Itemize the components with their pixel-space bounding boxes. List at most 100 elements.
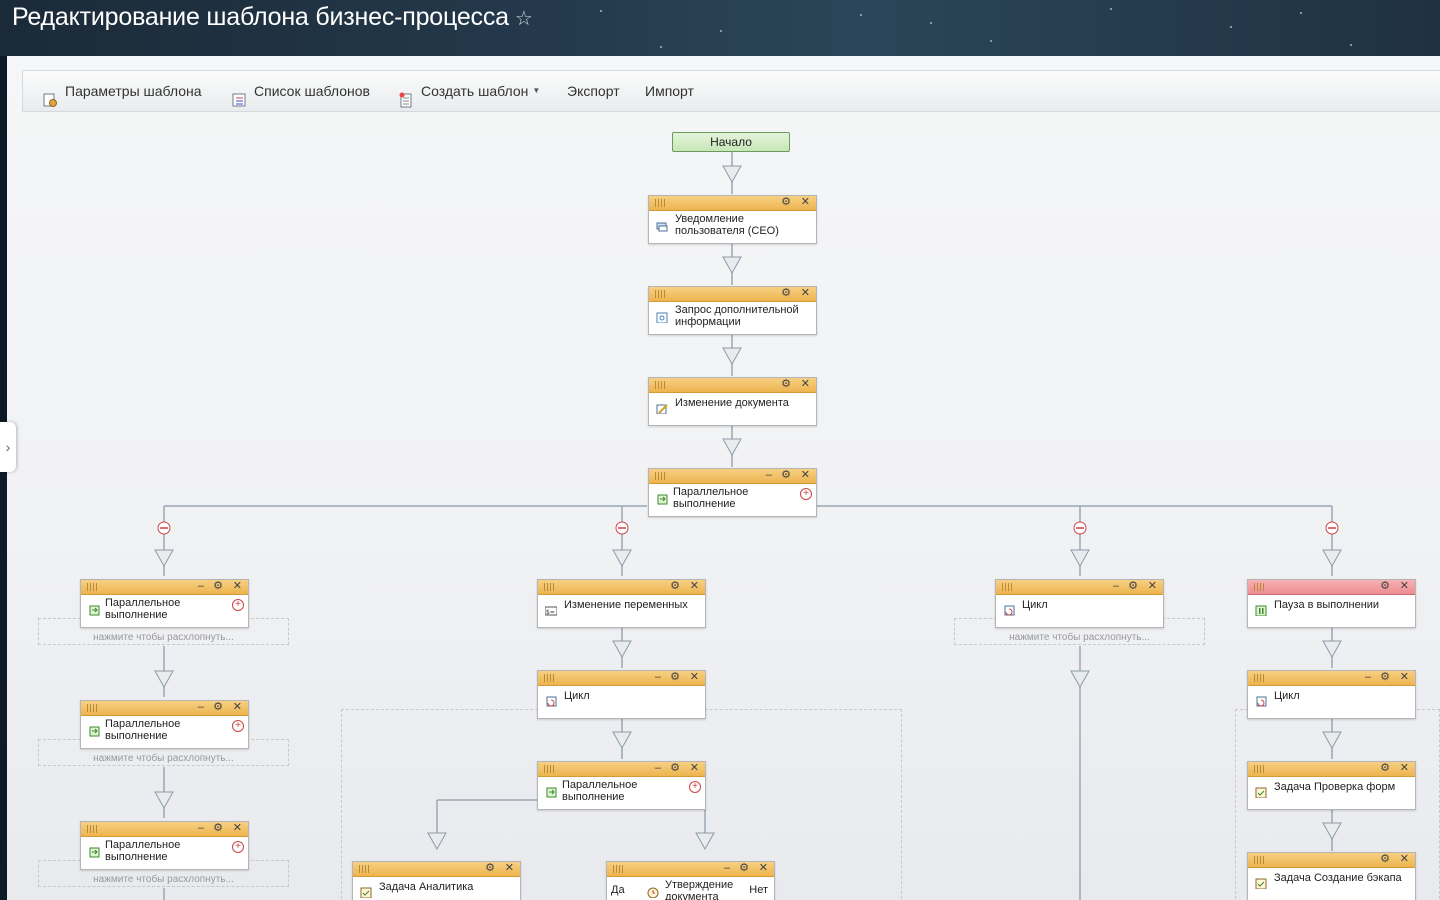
import-label: Импорт: [645, 83, 694, 99]
gear-icon[interactable]: ⚙: [670, 762, 680, 774]
gear-icon[interactable]: ⚙: [1128, 580, 1138, 592]
import-button[interactable]: Импорт: [645, 71, 694, 111]
close-icon[interactable]: ✕: [689, 580, 699, 592]
close-icon[interactable]: ✕: [504, 862, 514, 874]
add-branch-icon[interactable]: +: [800, 488, 812, 500]
close-icon[interactable]: ✕: [232, 822, 242, 834]
new-document-icon: [398, 83, 414, 108]
page-header: Редактирование шаблона бизнес-процесса☆: [0, 0, 1440, 56]
minimize-icon[interactable]: ‒: [197, 580, 204, 592]
activity-change-variables[interactable]: ⚙ ✕ $= Изменение переменных: [537, 579, 706, 628]
create-template-button[interactable]: Создать шаблон▼: [398, 71, 540, 111]
activity-parallel-main[interactable]: ‒ ⚙ ✕ Параллельное выполнение +: [648, 468, 817, 517]
activity-notify-user[interactable]: ⚙ ✕ Уведомление пользователя (CEO): [648, 195, 817, 244]
add-branch-icon[interactable]: +: [232, 841, 244, 853]
add-branch-icon[interactable]: +: [232, 720, 244, 732]
gear-icon[interactable]: ⚙: [781, 287, 791, 299]
activity-label: Цикл: [1022, 599, 1048, 611]
close-icon[interactable]: ✕: [1399, 580, 1409, 592]
activity-pause[interactable]: ⚙✕ Пауза в выполнении: [1247, 579, 1416, 628]
gear-icon[interactable]: ⚙: [1380, 762, 1390, 774]
gear-icon[interactable]: ⚙: [670, 580, 680, 592]
activity-loop-right[interactable]: ‒ ⚙ ✕ Цикл: [1247, 670, 1416, 719]
side-panel-toggle[interactable]: ›: [0, 422, 16, 472]
template-list-button[interactable]: Список шаблонов: [231, 71, 370, 111]
activity-parallel-center[interactable]: ‒ ⚙ ✕ Параллельное выполнение +: [537, 761, 706, 810]
chevron-down-icon: ▼: [532, 86, 541, 95]
close-icon[interactable]: ✕: [232, 580, 242, 592]
template-params-button[interactable]: Параметры шаблона: [42, 71, 202, 111]
minimize-icon[interactable]: ‒: [654, 671, 661, 683]
close-icon[interactable]: ✕: [800, 287, 810, 299]
activity-label: Изменение документа: [675, 397, 789, 409]
close-icon[interactable]: ✕: [1399, 762, 1409, 774]
template-list-label: Список шаблонов: [254, 83, 370, 99]
activity-label: Параллельное выполнение: [562, 779, 638, 803]
gear-icon[interactable]: ⚙: [739, 862, 749, 874]
export-button[interactable]: Экспорт: [567, 71, 620, 111]
close-icon[interactable]: ✕: [689, 762, 699, 774]
gear-icon[interactable]: ⚙: [781, 469, 791, 481]
gear-icon[interactable]: ⚙: [670, 671, 680, 683]
activity-parallel-2[interactable]: ‒⚙✕ Параллельное выполнение +: [80, 700, 249, 749]
activity-label: Параллельное выполнение: [673, 486, 749, 510]
minimize-icon[interactable]: ‒: [1364, 671, 1371, 683]
start-label: Начало: [710, 135, 752, 149]
activity-label: Запрос дополнительной информации: [675, 304, 799, 328]
close-icon[interactable]: ✕: [800, 378, 810, 390]
close-icon[interactable]: ✕: [689, 671, 699, 683]
activity-label: Задача Аналитика: [379, 881, 474, 893]
gear-icon[interactable]: ⚙: [1380, 671, 1390, 683]
close-icon[interactable]: ✕: [1399, 671, 1409, 683]
start-node[interactable]: Начало: [672, 132, 790, 152]
settings-document-icon: [42, 83, 58, 107]
minimize-icon[interactable]: ‒: [1112, 580, 1119, 592]
close-icon[interactable]: ✕: [758, 862, 768, 874]
parallel-icon: [546, 787, 557, 798]
star-outline-icon[interactable]: ☆: [514, 8, 533, 30]
activity-task-analyst[interactable]: ⚙ ✕ Задача Аналитика: [352, 861, 521, 900]
parallel-icon: [89, 726, 100, 737]
gear-icon[interactable]: ⚙: [781, 196, 791, 208]
minimize-icon[interactable]: ‒: [197, 701, 204, 713]
activity-loop-center[interactable]: ‒⚙✕ Цикл: [537, 670, 706, 719]
activity-label: Уведомление пользователя (CEO): [675, 213, 779, 237]
chevron-right-icon: ›: [5, 439, 11, 455]
close-icon[interactable]: ✕: [800, 469, 810, 481]
close-icon[interactable]: ✕: [800, 196, 810, 208]
gear-icon[interactable]: ⚙: [1380, 580, 1390, 592]
activity-loop-third[interactable]: ‒ ⚙ ✕ Цикл: [995, 579, 1164, 628]
activity-approve-document[interactable]: ‒⚙✕ Да Утверждение документа Нет: [606, 861, 775, 900]
activity-parallel-1[interactable]: ‒⚙✕ Параллельное выполнение +: [80, 579, 249, 628]
close-icon[interactable]: ✕: [1147, 580, 1157, 592]
add-branch-icon[interactable]: +: [689, 781, 701, 793]
branch-no-label: Нет: [749, 884, 768, 896]
minimize-icon[interactable]: ‒: [654, 762, 661, 774]
minimize-icon[interactable]: ‒: [197, 822, 204, 834]
close-icon[interactable]: ✕: [232, 701, 242, 713]
activity-label: Изменение переменных: [564, 599, 688, 611]
svg-text:$=: $=: [546, 609, 555, 616]
parallel-icon: [89, 847, 100, 858]
expand-hint-text: нажмите чтобы расхлопнуть...: [93, 753, 234, 764]
gear-icon[interactable]: ⚙: [1380, 853, 1390, 865]
gear-icon[interactable]: ⚙: [485, 862, 495, 874]
minimize-icon[interactable]: ‒: [723, 862, 730, 874]
gear-icon[interactable]: ⚙: [213, 701, 223, 713]
add-branch-icon[interactable]: +: [232, 599, 244, 611]
activity-label: Задача Проверка форм: [1274, 781, 1396, 793]
activity-parallel-3[interactable]: ‒⚙✕ Параллельное выполнение +: [80, 821, 249, 870]
gear-icon[interactable]: ⚙: [213, 822, 223, 834]
gear-icon[interactable]: ⚙: [781, 378, 791, 390]
close-icon[interactable]: ✕: [1399, 853, 1409, 865]
loop-icon: [546, 696, 557, 707]
minimize-icon[interactable]: ‒: [765, 469, 772, 481]
activity-task-check-forms[interactable]: ⚙ ✕ Задача Проверка форм: [1247, 761, 1416, 810]
activity-request-info[interactable]: ⚙ ✕ Запрос дополнительной информации: [648, 286, 817, 335]
activity-task-create-backup[interactable]: ⚙✕ Задача Создание бэкапа: [1247, 852, 1416, 900]
activity-label: Цикл: [1274, 690, 1300, 702]
gear-icon[interactable]: ⚙: [213, 580, 223, 592]
activity-change-document[interactable]: ⚙ ✕ Изменение документа: [648, 377, 817, 426]
edit-document-icon: [656, 404, 668, 414]
workspace: Параметры шаблона Список шаблонов Создат…: [7, 56, 1440, 900]
